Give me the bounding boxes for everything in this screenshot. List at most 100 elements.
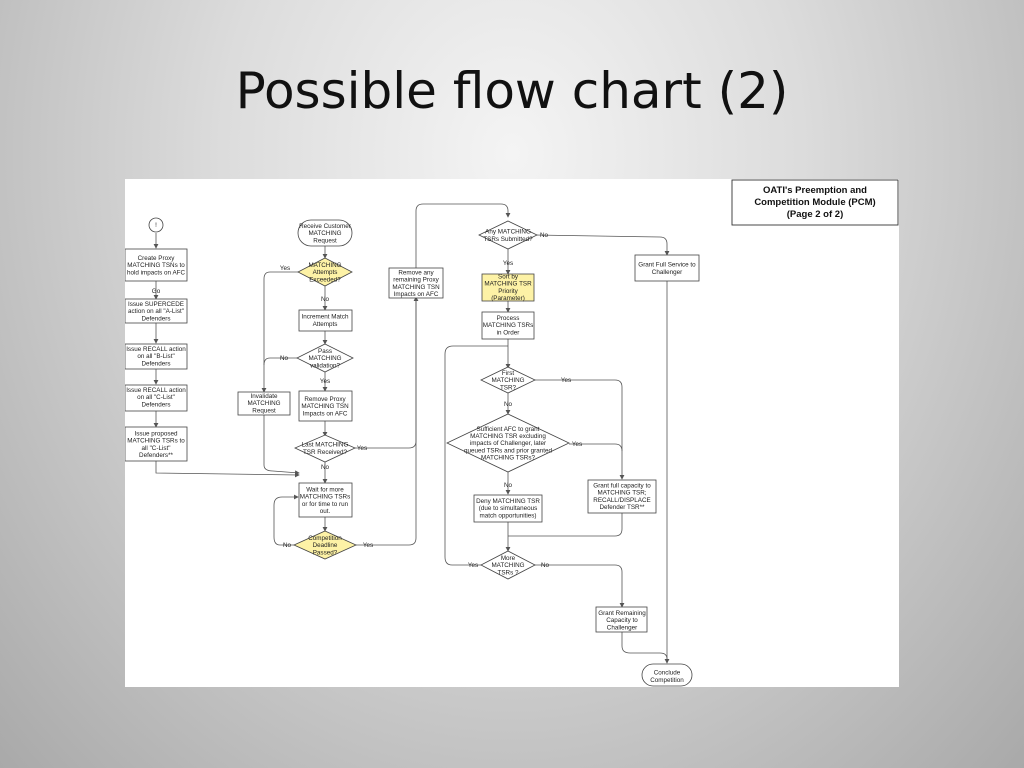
edge-last-yes (352, 296, 419, 449)
label-first-yes: Yes (561, 377, 571, 384)
label-pass-yes: Yes (320, 378, 330, 385)
node-label-line: MATCHING TSRs (483, 322, 534, 329)
label-last-no: No (321, 464, 330, 471)
node-label-line: Challenger (607, 624, 637, 631)
node-label-line: Defender TSR** (599, 504, 645, 511)
node-label-line: Increment Match (302, 314, 349, 321)
node-label-line: MATCHING TSN (301, 403, 349, 410)
node-label-line: More (501, 555, 516, 562)
node-label-line: TSR? (500, 384, 517, 391)
node-label-line: in Order (497, 329, 520, 336)
node-label-line: MATCHING TSRs to (127, 438, 185, 445)
node-label-line: Remove Proxy (304, 396, 346, 403)
node-label-line: ! (155, 222, 157, 229)
node-label-line: Defenders (141, 360, 170, 367)
node-label-line: MATCHING (308, 230, 341, 237)
label-more-yes: Yes (468, 562, 478, 569)
node-label-line: or for time to run (302, 501, 349, 508)
node-label-line: Challenger (652, 269, 682, 276)
module-title-line-2: Competition Module (PCM) (754, 197, 875, 208)
node-label-line: MATCHING (308, 355, 341, 362)
node-label-line: Grant full capacity to (593, 482, 651, 489)
node-label-line: MATCHING (491, 562, 524, 569)
node-label-line: MATCHING TSR; (597, 490, 646, 497)
edge-invalidate-wait (263, 415, 300, 476)
node-label-line: MATCHING (491, 377, 524, 384)
edge-labels: Go Yes No No Yes Yes No No Yes No Yes Ye… (152, 232, 582, 569)
node-label-line: queued TSRs and prior granted (464, 447, 553, 454)
node-label-line: match opportunities) (479, 512, 536, 519)
node-label-line: Sufficient AFC to grant (477, 426, 540, 433)
node-label-line: TSRs Submitted? (483, 236, 533, 243)
node-label-line: all "C-List" (142, 445, 171, 452)
node-label-line: (Parameter) (491, 295, 525, 302)
node-label-line: Issue RECALL action (126, 387, 186, 394)
label-more-no: No (541, 562, 550, 569)
edge-remaining-conclude (621, 632, 668, 660)
flowchart-edges (153, 203, 670, 664)
node-label-line: MATCHING TSN (392, 284, 440, 291)
node-label-line: Issue RECALL action (126, 346, 186, 353)
label-last-yes: Yes (357, 445, 367, 452)
node-label-line: remaining Proxy (393, 277, 439, 284)
node-label-line: Wait for more (306, 486, 344, 493)
node-label-line: Passed? (313, 549, 338, 556)
connector-node: ! (148, 217, 164, 233)
node-label-line: Competition (650, 677, 684, 684)
node-label-line: RECALL/DISPLACE (593, 497, 650, 504)
node-label-line: Conclude (654, 670, 681, 677)
deny-tsr-box: Deny MATCHING TSR(due to simultaneousmat… (473, 494, 543, 523)
node-label-line: Capacity to (606, 617, 638, 624)
label-submitted-no: No (540, 232, 549, 239)
edge-deadline-no (273, 494, 299, 546)
node-label-line: Any MATCHING (485, 229, 531, 236)
edge-first-yes (535, 379, 625, 480)
node-label-line: MATCHING (308, 262, 341, 269)
node-label-line: Create Proxy (138, 255, 176, 262)
edge-deadline-yes (353, 203, 511, 546)
node-label-line: action on all "A-List" (128, 308, 184, 315)
node-label-line: Grant Remaining (598, 610, 646, 617)
label-deadline-no: No (283, 542, 292, 549)
label-sufficient-yes: Yes (572, 441, 582, 448)
node-label-line: Pass (318, 348, 332, 355)
label-attempts-yes: Yes (280, 265, 290, 272)
node-label-line: Last MATCHING (302, 442, 349, 449)
module-title-line-1: OATI's Preemption and (763, 185, 867, 196)
node-label-line: (due to simultaneous (479, 505, 537, 512)
node-label-line: Deadline (313, 542, 338, 549)
node-label-line: Defenders** (139, 452, 174, 459)
node-label-line: Grant Full Service to (638, 262, 696, 269)
node-label-line: Priority (498, 288, 518, 295)
node-label-line: validation? (310, 362, 341, 369)
module-title-line-3: (Page 2 of 2) (787, 209, 844, 220)
node-label-line: Impacts on AFC (303, 410, 348, 417)
node-label-line: Invalidate (251, 393, 278, 400)
node-label-line: Defenders (141, 315, 170, 322)
node-label-line: on all "C-List" (137, 394, 175, 401)
edge-more-no (535, 564, 625, 608)
node-label-line: impacts of Challenger, later (470, 440, 546, 447)
node-label-line: Competition (308, 535, 342, 542)
label-first-no: No (504, 401, 513, 408)
edge-attempts-yes (261, 271, 298, 393)
module-title-box: OATI's Preemption and Competition Module… (731, 179, 899, 226)
node-label-line: Sort by (498, 273, 519, 280)
label-go: Go (152, 288, 161, 295)
